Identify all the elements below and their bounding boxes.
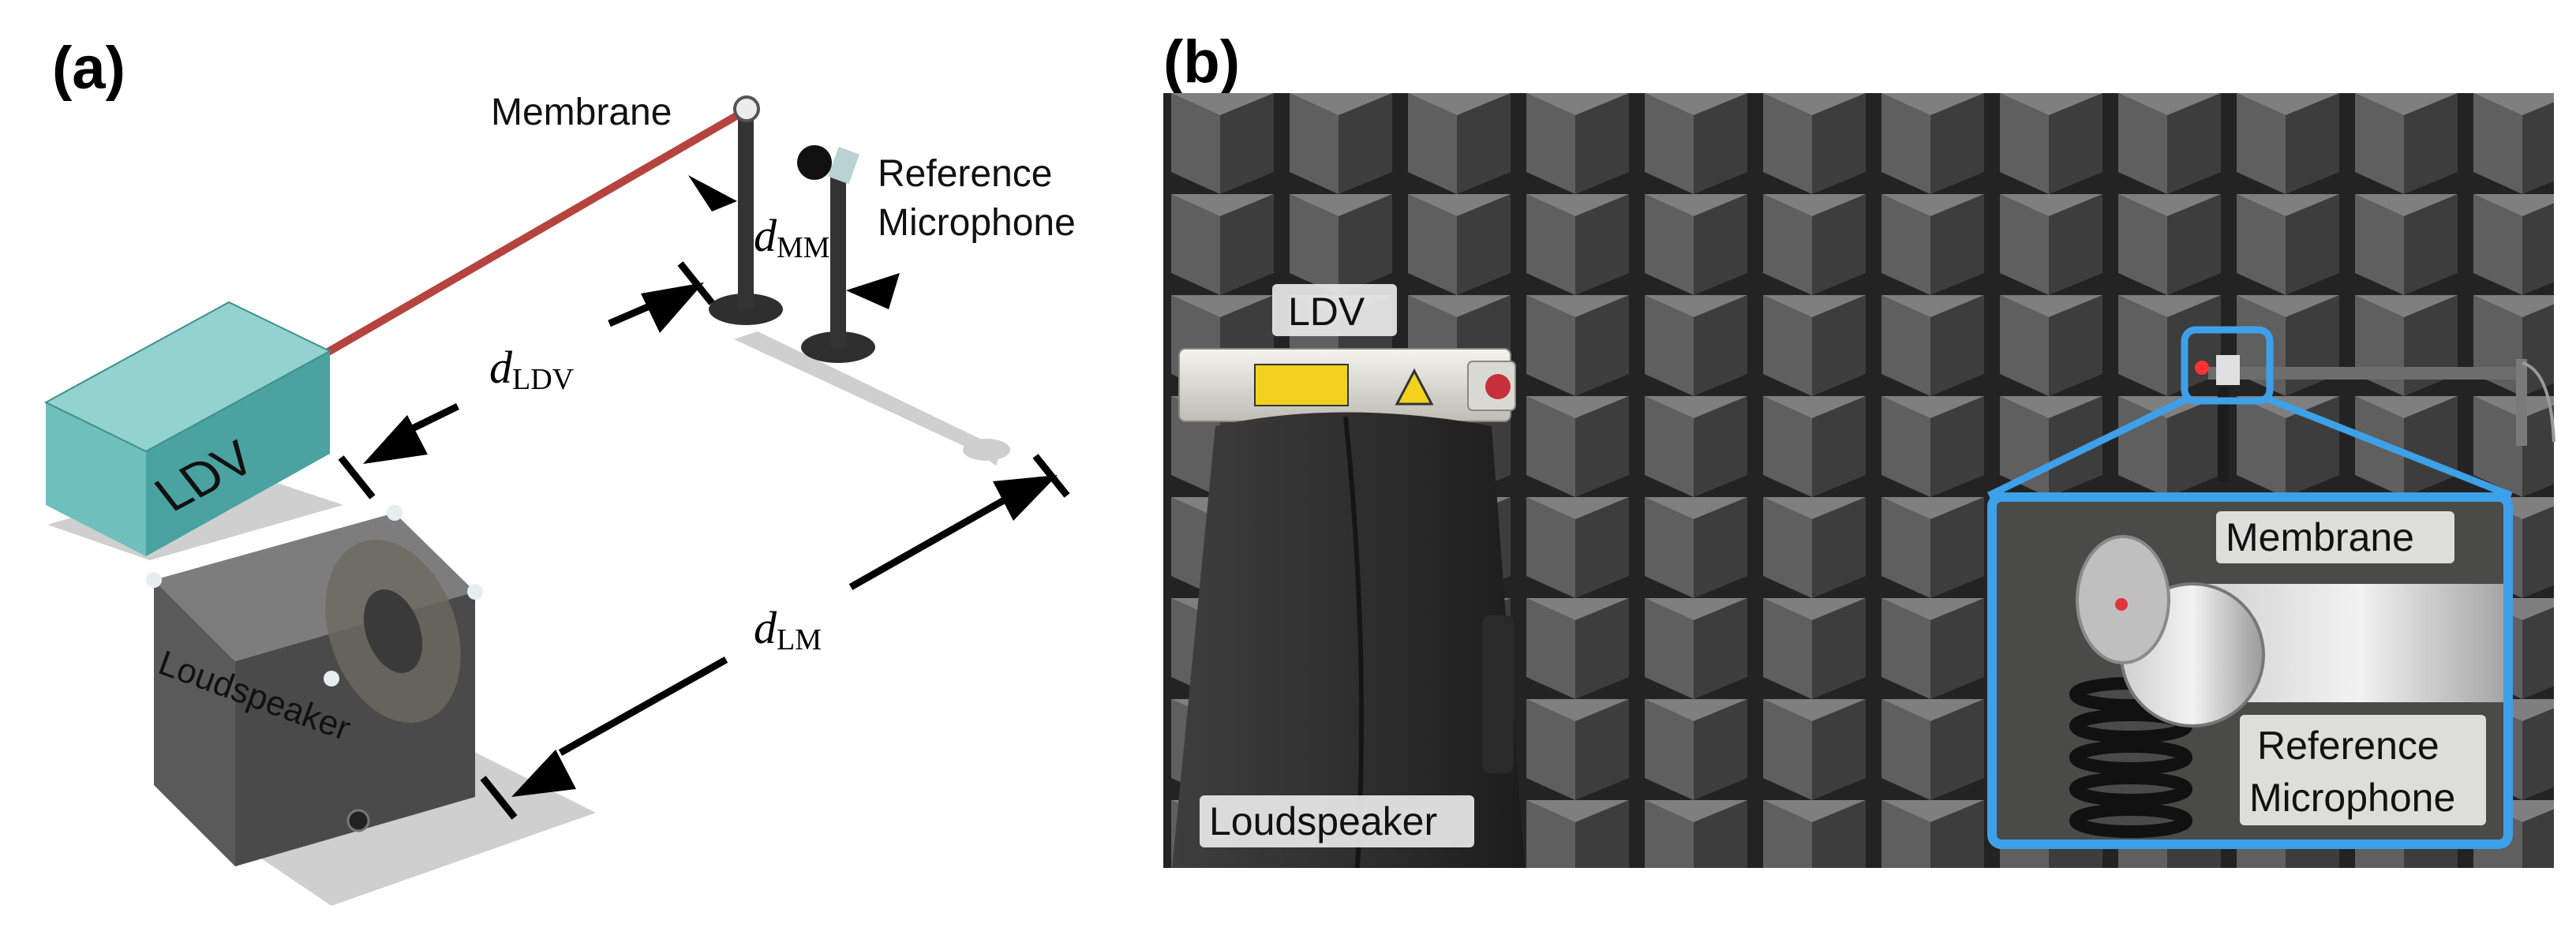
panel-b-letter: (b) — [1163, 28, 1240, 95]
speaker-port — [346, 809, 370, 832]
microphone-body — [2194, 584, 2508, 702]
ldv-box: LDV — [43, 301, 332, 556]
membrane-label: Membrane — [491, 92, 672, 133]
zoom-line-right — [2265, 395, 2513, 499]
dlm-arrowhead-bottom — [511, 750, 576, 797]
dldv-arrowhead-bottom — [363, 415, 428, 464]
microphone-rig — [2195, 355, 2555, 481]
svg-text:LDV: LDV — [1288, 290, 1365, 334]
ldv-device — [1178, 348, 1516, 422]
cube-corners — [146, 505, 483, 686]
svg-text:Loudspeaker: Loudspeaker — [1209, 799, 1437, 843]
stand-shadow-foot — [963, 439, 1010, 461]
speaker-cone-center — [363, 589, 423, 673]
dldv-arrowhead-top — [641, 282, 704, 333]
dmm-label: dMM — [754, 210, 830, 264]
stand-shadow — [734, 331, 998, 466]
panel-b: (b) — [1163, 28, 2555, 869]
dmm-arrowhead-right — [846, 273, 900, 309]
speaker-grille — [1482, 615, 1514, 773]
svg-text:Microphone: Microphone — [2249, 776, 2455, 820]
highlight-box — [2181, 326, 2274, 405]
dlm-dimension — [480, 454, 1070, 820]
membrane-laser-dot — [2115, 598, 2128, 611]
panel-a-letter: (a) — [52, 35, 125, 102]
reference-microphone-stand — [797, 145, 875, 363]
dlm-arrowhead-top — [993, 475, 1058, 521]
laser-warning-label — [1254, 364, 1349, 406]
spring — [2069, 677, 2192, 838]
tag-loudspeaker: Loudspeaker — [1200, 795, 1474, 847]
laser-beam — [309, 107, 748, 365]
laser-warning-icon — [1395, 368, 1434, 406]
loudspeaker-cube: Loudspeaker — [146, 505, 483, 866]
svg-text:Membrane: Membrane — [2226, 515, 2414, 559]
tag-ldv: LDV — [1272, 284, 1397, 336]
dldv-label: dLDV — [489, 342, 575, 396]
microphone-head — [797, 145, 832, 180]
reference-label-line1: Reference — [878, 153, 1052, 195]
inset-frame — [1987, 492, 2513, 849]
tag-reference-microphone: Reference Microphone — [2240, 715, 2486, 825]
ldv-lens — [1485, 374, 1511, 399]
dmm-arrowhead-left — [688, 175, 737, 211]
loudspeaker-photo — [1172, 412, 1525, 869]
svg-text:Reference: Reference — [2257, 724, 2439, 768]
laser-spot — [2195, 361, 2209, 375]
membrane-head — [733, 95, 760, 122]
tag-membrane: Membrane — [2216, 511, 2454, 563]
panel-a: (a) LDV — [43, 35, 1076, 906]
dlm-label: dLM — [754, 602, 822, 656]
zoom-line-left — [1987, 395, 2189, 499]
reference-label-line2: Microphone — [878, 202, 1076, 244]
membrane-stand — [709, 95, 783, 325]
